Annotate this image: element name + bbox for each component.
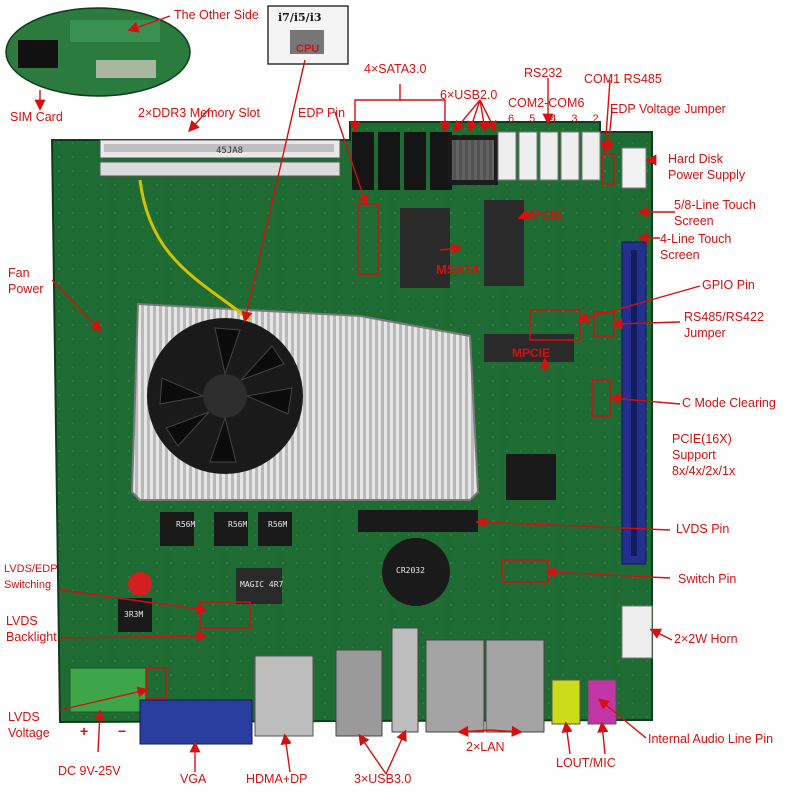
minus-label: − [118,723,127,739]
c-mode-label: C Mode Clearing [682,396,776,410]
mpcie-label-1: MPCIE [524,208,563,222]
usb2-headers [448,135,498,185]
lvds-backlight-label-2: Backlight [6,630,57,644]
lvds-backlight-label-1: LVDS [6,614,38,628]
fan-power-label-2: Power [8,282,44,296]
touch58-label-1: 5/8-Line Touch [674,198,756,212]
lout-jack [551,679,581,725]
sata-ports [352,132,452,190]
plus-label: + [80,723,89,739]
lvds-edp-label-1: LVDS/EDP [4,563,58,575]
fan-cable [138,179,251,322]
other-side-label: The Other Side [174,8,259,22]
lvds-voltage-label-2: Voltage [8,726,50,740]
sim-card-label: SIM Card [10,110,63,124]
hdd-power-label-2: Power Supply [668,168,746,182]
sata-label: 4×SATA3.0 [364,62,427,76]
com-headers [497,131,601,181]
switch-pin-label: Switch Pin [678,572,737,586]
cmos-battery [382,538,450,606]
com2-6-label: COM2-COM6 [508,96,585,110]
hdmi-dp-label: HDMA+DP [246,772,308,786]
ddr3-label: 2×DDR3 Memory Slot [138,106,260,120]
pcie-label-1: PCIE(16X) [672,432,732,446]
com-numbers: 65432 [508,113,614,125]
usb2-label: 6×USB2.0 [440,88,498,102]
rs232-label: RS232 [524,66,563,80]
chipset [506,454,556,500]
lvds-pin-header [358,510,478,532]
vga-label: VGA [180,772,207,786]
gpio-label: GPIO Pin [702,278,755,292]
cpu-socket-label: i7/i5/i3 [278,11,322,24]
battery-marking: CR2032 [396,566,425,575]
lout-mic-label: LOUT/MIC [556,756,616,770]
pcie-label-2: Support [672,448,716,462]
msata-label: MSATA [436,262,481,277]
capacitor [128,572,152,596]
msata-slot [400,208,450,288]
inductor-marking: 3R3M [124,610,144,619]
hdd-power-label-1: Hard Disk [668,152,723,166]
lan-port-2 [485,639,545,733]
fan-power-label-1: Fan [8,266,30,280]
cpu-heatsink [130,302,480,501]
lvds-voltage-label-1: LVDS [8,710,40,724]
touch58-label-2: Screen [674,214,714,228]
horn-label: 2×2W Horn [674,632,738,646]
cpu-label: CPU [296,43,320,55]
edp-voltage-label: EDP Voltage Jumper [610,102,726,116]
pcie-slot [621,241,647,565]
lan-label: 2×LAN [466,740,505,754]
inductor-marking: R56M [176,520,196,529]
lan-port-1 [425,639,485,733]
usb3-port-stack [335,649,383,737]
hdmi-dp-port [254,655,314,737]
pcie-label-3: 8x/4x/2x/1x [672,464,736,478]
inductor-marking: R56M [228,520,248,529]
annotation-arrows [34,15,701,775]
rs485-422-label-2: Jumper [684,326,726,340]
horn-connector [621,605,653,659]
usb3-single [391,627,419,733]
sim-card-slot [18,40,58,68]
mpcie-label-2: MPCIE [512,346,551,360]
rs485-422-label-1: RS485/RS422 [684,310,764,324]
vga-port [139,699,253,745]
cpu-socket-inset [267,5,349,65]
touch4-label-2: Screen [660,248,700,262]
dc-label: DC 9V-25V [58,764,121,778]
choke-marking: MAGIC 4R7 [240,580,284,589]
slot-marking: 45JA8 [216,146,244,156]
internal-audio-label: Internal Audio Line Pin [648,732,774,746]
mpcie-slot-2 [484,334,574,362]
usb3-label: 3×USB3.0 [354,772,412,786]
mpcie-slot-1 [484,200,524,286]
hdd-power-connector [621,147,647,189]
other-side-inset [5,7,191,97]
inductor-marking: R56M [268,520,288,529]
com1-label: COM1 RS485 [584,72,662,86]
lvds-pin-label: LVDS Pin [676,522,730,536]
edp-pin-label: EDP Pin [298,106,346,120]
inductors [118,512,292,632]
lvds-edp-label-2: Switching [4,579,52,591]
touch4-label-1: 4-Line Touch [660,232,732,246]
